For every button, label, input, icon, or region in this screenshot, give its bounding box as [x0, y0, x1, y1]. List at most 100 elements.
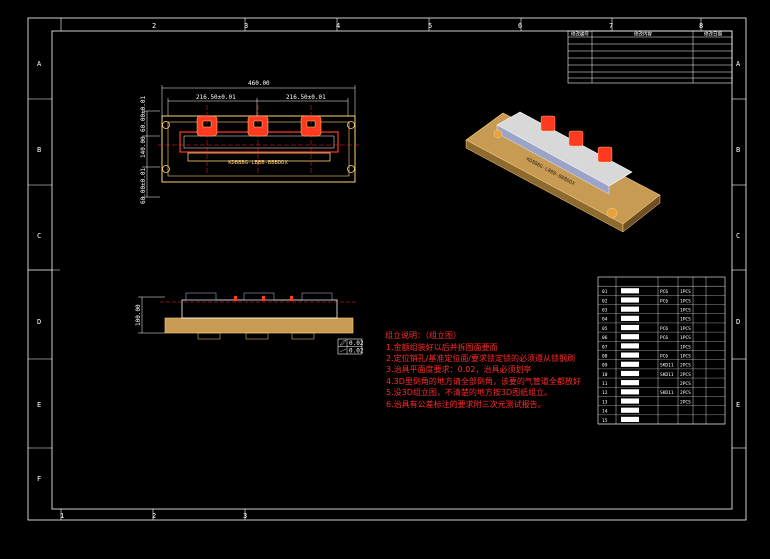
zone-right-D: D — [736, 318, 740, 326]
zone-dividers — [28, 18, 746, 520]
bom-row-material: PC6 — [660, 298, 668, 304]
bom-row-material: SKD11 — [660, 372, 674, 378]
zone-left-E: E — [37, 401, 41, 409]
iso-clamp-2 — [568, 130, 584, 147]
note-5: 5.没3D组立图，不清楚的地方按3D图纸组立。 — [386, 387, 552, 397]
zone-top-6: 6 — [518, 22, 522, 30]
bom-row-name-redacted — [621, 324, 639, 331]
zone-top-4: 4 — [336, 22, 340, 30]
side-block-middle — [243, 292, 275, 301]
note-4: 4.3D里倒角的地方请全部倒角，该要的气管道全都放好 — [386, 376, 581, 386]
zone-bottom-1: 1 — [60, 512, 64, 520]
zone-top-8: 8 — [699, 22, 703, 30]
zone-bottom-3: 3 — [243, 512, 247, 520]
bom-row-no: 10 — [602, 372, 608, 378]
bom-row-qty: 2PCS — [680, 390, 691, 396]
bom-row-name-redacted — [621, 334, 639, 340]
dim-right-pitch: 216.50±0.01 — [286, 94, 326, 101]
bom-row-name-redacted — [621, 370, 639, 377]
bom-row-name-redacted — [621, 315, 639, 321]
dim-side-height: 100.00 — [135, 304, 142, 326]
top-view: 460.00 216.50±0.01 216.50±0.01 60.00±0.0… — [140, 80, 360, 204]
part-label: KDBBBG-LBBB-BBBDDX — [228, 160, 288, 166]
tolerance-parallel: 0.02 — [349, 348, 364, 355]
side-foot-3 — [291, 332, 315, 340]
top-view-fixture-inner — [183, 135, 335, 149]
revision-col-content: 修改内容 — [634, 31, 652, 38]
bom-row-qty: 2PCS — [680, 381, 691, 387]
top-view-fixture-rail — [187, 152, 331, 162]
bom-row-no: 12 — [602, 390, 608, 396]
iso-locating-pin — [606, 207, 618, 219]
bom-row-name-redacted — [621, 389, 639, 395]
revision-col-no: 修改编号 — [571, 31, 589, 38]
side-fixture-body — [181, 299, 338, 319]
zone-right-A: A — [736, 60, 741, 68]
parallel-symbol-icon — [339, 348, 347, 353]
bom-row-name-redacted — [621, 380, 639, 386]
bom-row-qty: 1PCS — [680, 344, 691, 350]
revision-table: 修改编号 修改内容 修改日期 — [567, 31, 733, 84]
bom-row-name-redacted — [621, 416, 639, 422]
dim-overall-width: 460.00 — [248, 80, 270, 87]
bom-row-no: 15 — [602, 418, 608, 424]
isometric-view: KDBBBG-LBBB-BBBDDX — [465, 111, 661, 233]
iso-base-side — [622, 194, 661, 233]
corner-hole-tl — [162, 121, 170, 129]
bom-row-no: 14 — [602, 409, 608, 415]
zone-right-C: C — [736, 232, 740, 240]
dim-height-top: 60.00±0.01 — [140, 95, 147, 132]
bom-row-qty: 1PCS — [680, 335, 691, 341]
tolerance-frame: 0.02 0.02 — [337, 338, 364, 355]
zone-top-5: 5 — [428, 22, 432, 30]
bom-row-name-redacted — [621, 407, 639, 413]
note-6: 6.治具有公差标注的要求附三次元测试报告。 — [386, 399, 546, 409]
bom-row-name-redacted — [621, 306, 639, 312]
zone-left-B: B — [37, 146, 41, 154]
dim-height-bottom: 60.00±0.01 — [140, 167, 147, 204]
assembly-notes: 组立说明：（组立图） 1.金额组装好以后并拆图面要而 2.定位销孔/基准定位面/… — [385, 330, 581, 409]
bom-row-no: 01 — [602, 289, 608, 295]
zone-bottom-2: 2 — [152, 512, 156, 520]
bom-row-no: 08 — [602, 353, 608, 359]
side-block-left — [185, 292, 217, 301]
bom-row-qty: 1PCS — [680, 326, 691, 332]
inner-border — [51, 30, 733, 510]
bom-row-material: PC6 — [660, 289, 668, 295]
bom-row-qty: 1PCS — [680, 289, 691, 295]
zone-left-D: D — [37, 318, 41, 326]
zone-left-C: C — [37, 232, 41, 240]
bom-row-name-redacted — [621, 352, 639, 358]
dim-height-mid: 140.00 — [140, 136, 147, 158]
side-base-plate — [164, 317, 354, 334]
bom-row-no: 05 — [602, 326, 608, 332]
corner-hole-br — [347, 165, 355, 173]
bom-row-no: 06 — [602, 335, 608, 341]
iso-clamp-3 — [597, 146, 613, 163]
bom-row-qty: 2PCS — [680, 363, 691, 369]
bom-row-material: PC6 — [660, 326, 668, 332]
note-1: 1.金额组装好以后并拆图面要而 — [386, 342, 498, 352]
zone-top-2: 2 — [152, 22, 156, 30]
iso-clamp-1 — [540, 115, 556, 132]
bom-row-qty: 1PCS — [680, 298, 691, 304]
side-view: 100.00 — [135, 292, 358, 340]
dim-left-pitch: 216.50±0.01 — [196, 94, 236, 101]
note-3: 3.治具平面度要求：0.02，治具必须划亭 — [386, 364, 531, 374]
side-foot-1 — [197, 332, 221, 340]
bom-row-no: 04 — [602, 317, 608, 323]
bom-row-qty: 2PCS — [680, 372, 691, 378]
bom-row-no: 07 — [602, 344, 608, 350]
iso-locating-pin-2 — [493, 129, 503, 139]
flatness-symbol-icon — [339, 340, 347, 346]
bom-row-material: SKD11 — [660, 390, 674, 396]
side-pin-1 — [234, 296, 237, 301]
bom-row-name-redacted — [621, 297, 639, 303]
bom-row-qty: 1PCS — [680, 353, 691, 359]
tolerance-flatness: 0.02 — [349, 340, 364, 347]
side-block-right — [301, 292, 333, 301]
side-pin-3 — [290, 296, 293, 301]
corner-hole-bl — [162, 165, 170, 173]
